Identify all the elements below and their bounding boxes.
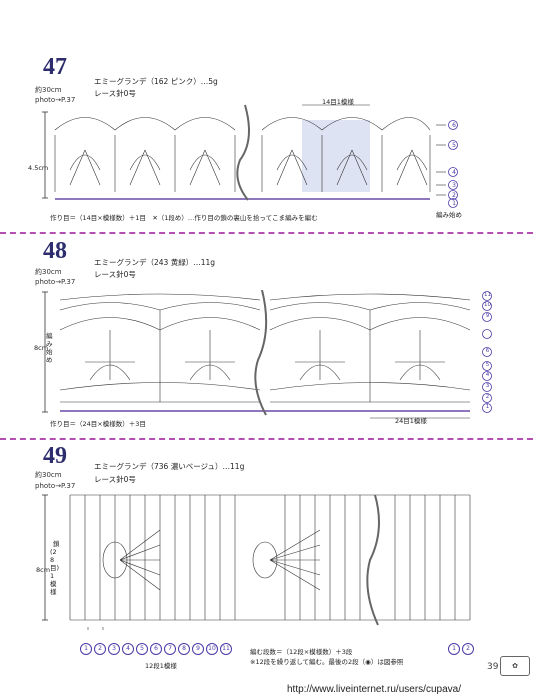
photo-ref-49: photo→P.37 (35, 482, 76, 490)
row-label: 3 (485, 383, 490, 389)
yarn-48: エミーグランデ（243 黄緑）…11g (94, 258, 216, 267)
logo-stamp: ✿ (500, 656, 530, 676)
section-divider (0, 232, 533, 234)
row-label: 2 (452, 192, 456, 199)
repeat-label-48: 24目1模様 (395, 417, 427, 425)
note-48: 作り目＝（24目×模様数）＋3目 (50, 420, 146, 428)
row-label: 2 (485, 394, 490, 400)
repeat-label-47: 14目1模様 (322, 98, 354, 106)
repeat-label-49: 12段1模様 (145, 662, 177, 670)
page-number: 39 (487, 662, 499, 672)
row-label: 1 (448, 643, 460, 655)
crochet-chart-47 (42, 104, 458, 208)
pattern-number-48: 48 (43, 238, 67, 264)
row-numbers-49-end: 1 2 (448, 643, 488, 655)
side-label-48: 編み始め (46, 332, 53, 364)
note-47: 作り目＝（14目×模様数）＋1目 ✕（1段め）…作り目の鎖の裏山を拾ってこま編み… (50, 214, 318, 222)
row-label: 1 (485, 404, 490, 410)
yarn-49: エミーグランデ（736 濃いベージュ）…11g (94, 462, 245, 471)
pattern-number-49: 49 (43, 443, 67, 469)
section-divider (0, 438, 533, 440)
row-label: 2 (462, 643, 474, 655)
row-label: 11 (484, 292, 491, 298)
row-numbers-49: 1 2 3 4 5 6 7 8 9 10 11 (80, 643, 240, 655)
row-label: 1 (452, 200, 456, 207)
row-label: 3 (108, 643, 120, 655)
row-label: 2 (94, 643, 106, 655)
row-label: 1 (80, 643, 92, 655)
row-label: 8 (178, 643, 190, 655)
photo-ref-48: photo→P.37 (35, 278, 76, 286)
note-49-line1: 編む段数＝（12段×模様数）＋3段 (250, 648, 353, 656)
photo-ref-47: photo→P.37 (35, 96, 76, 104)
row-label: 3 (452, 182, 456, 189)
hook-47: レース針0号 (94, 89, 136, 98)
start-label-47: 編み始め (436, 211, 462, 219)
pattern-number-47: 47 (43, 54, 67, 80)
row-label: 9 (485, 313, 490, 319)
size-48: 約30cm (35, 268, 62, 276)
row-label: 5 (485, 362, 490, 368)
row-label: 6 (452, 122, 456, 129)
height-label-47: 4.5cm (28, 164, 49, 172)
height-label-49: 8cm (36, 566, 51, 574)
yarn-47: エミーグランデ（162 ピンク）…5g (94, 77, 218, 86)
size-49: 約30cm (35, 471, 62, 479)
note-49-line2: ※12段を繰り返して編む。最後の2段（◉）は図参照 (250, 658, 404, 666)
row-label: 4 (452, 169, 456, 176)
row-label: 6 (485, 348, 490, 354)
height-label-48: 8cm (34, 344, 49, 352)
row-label: 11 (220, 643, 232, 655)
row-label: 7 (164, 643, 176, 655)
side-label-49: (28目)1模様 (50, 548, 60, 596)
row-label: 10 (206, 643, 218, 655)
row-label: 4 (122, 643, 134, 655)
size-47: 約30cm (35, 86, 62, 94)
row-numbers-47: 6 5 4 3 2 1 (449, 121, 459, 209)
row-label: 4 (485, 372, 490, 378)
side-label-49-top: 鎖 (53, 540, 60, 548)
row-label: 10 (484, 302, 491, 308)
row-label: 9 (192, 643, 204, 655)
row-label: 5 (136, 643, 148, 655)
hook-49: レース針0号 (94, 475, 136, 484)
watermark-url: http://www.liveinternet.ru/users/cupava/ (287, 684, 461, 695)
crochet-chart-49 (42, 494, 471, 630)
row-label: 6 (150, 643, 162, 655)
row-label: 5 (452, 142, 456, 149)
crochet-chart-48 (42, 290, 492, 419)
hook-48: レース針0号 (94, 270, 136, 279)
